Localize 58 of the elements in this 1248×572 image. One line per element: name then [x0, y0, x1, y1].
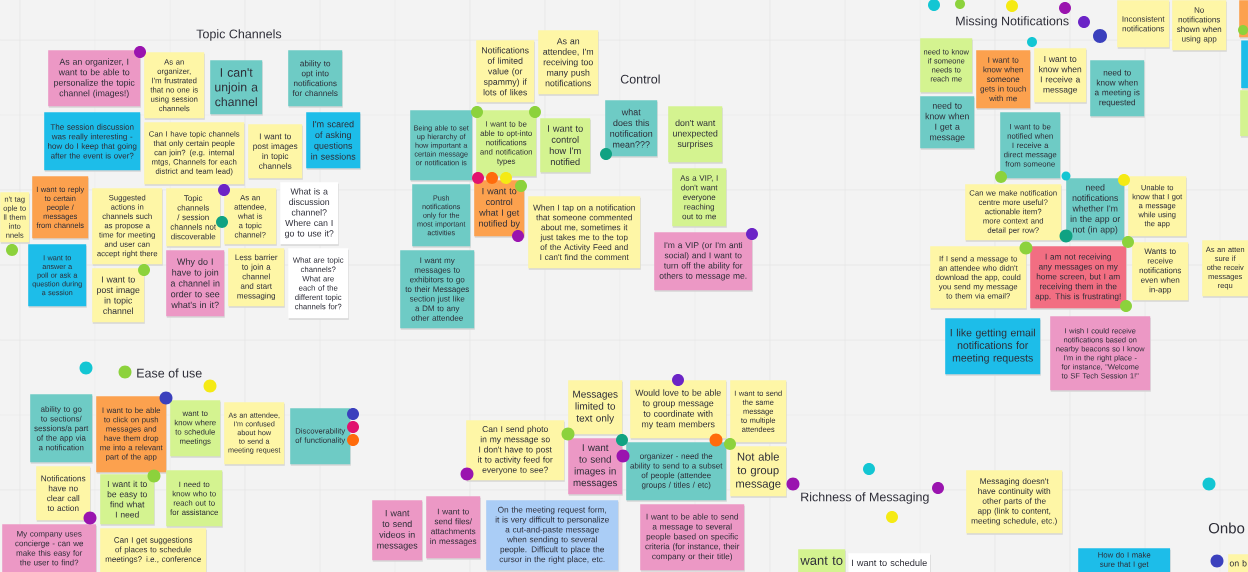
sticky-note: Wants to receive notifications even when in-app	[1132, 242, 1189, 302]
sticky-note: I want to control how I'm notified	[540, 118, 591, 174]
sticky-note: The session discussion was really interesting - how do I keep that going after the event is over?	[44, 112, 141, 172]
sticky-note: Less barrier to join a channel and start messaging	[228, 248, 285, 308]
sticky-note: On the meeting request form, it is very difficult to personalize a cut-and-paste message when sending to several people. Difficult to place the cursor in the right place, etc.	[486, 500, 619, 572]
sticky-note: I want to control what I get notified by	[474, 180, 525, 238]
sticky-note: I want to send files/attachments in messages	[426, 496, 481, 560]
sticky-note: ability to go to sections/sessions/a part of the app via a notification	[30, 394, 93, 464]
sticky-note: What is a discussion channel? Where can I go to use it?	[280, 182, 339, 246]
sticky-note: Inconsistent notifications	[1117, 0, 1170, 49]
sticky-note: Can I send photo in my message so I don't have to post it to activity feed for everyone to see?	[466, 420, 565, 482]
sticky-note: on b	[1228, 554, 1248, 572]
section-heading: Missing Notifications	[956, 16, 1069, 28]
section-heading: Onbo	[1208, 522, 1245, 534]
sticky-note: need to know when I get a message	[920, 96, 975, 150]
sticky-note: As an attendee, I'm receiving too many push notifications	[538, 30, 599, 96]
sticky-note: I want to know when someone gets in touch with me	[976, 50, 1031, 110]
sticky-note: I'm a VIP (or I'm anti social) and I want to turn off the ability for others to message me.	[654, 232, 753, 292]
sticky-note: Not able to group message	[730, 446, 787, 498]
sticky-note: As a VIP, I don't want everyone reaching out to me	[672, 168, 727, 228]
sticky-note: Why do I have to join a channel in order to see what's in it?	[166, 250, 225, 318]
sticky-note: I want to know when I receive a message	[1034, 48, 1087, 104]
section-heading: Ease of use	[137, 368, 202, 378]
sticky-note: My company uses concierge - can we make this easy for the user to find?	[2, 524, 97, 572]
sticky-note: I want to schedule	[848, 553, 931, 572]
sticky-note: Topic channels / session channels not discoverable	[166, 188, 221, 248]
sticky-note: Would love to be able to group message to coordinate with my team members	[630, 380, 727, 440]
sticky-note: When I tap on a notification that someone commented about me, sometimes it just takes me to the top of the Activity Feed and I can't find the comment	[528, 196, 641, 270]
sticky-note: ability to opt into notifications for channels	[288, 50, 343, 108]
sticky-note: I can't unjoin a channel	[210, 60, 263, 116]
sticky-note: I want to post image in topic channel	[92, 268, 145, 324]
section-heading: Richness of Messaging	[801, 492, 929, 504]
sticky-note: Can I get suggestions of places to schedule meetings? i.e., conference	[100, 528, 207, 572]
sticky-note: Messages limited to text only	[568, 380, 623, 436]
sticky-note: what does this notification mean???	[605, 100, 658, 158]
sticky-note: need notifications whether I'm in the app or not (in app)	[1066, 178, 1125, 242]
sticky-note: organizer - need the ability to send to a subset of people (attendee groups / titles / etc)	[626, 442, 727, 502]
sticky-note: I'm scared of asking questions in sessions	[306, 112, 361, 170]
sticky-note: I want it to be easy to find what I need	[100, 474, 155, 526]
sticky-note: I want my messages to exhibitors to go to their Messages section just like a DM to any other attendee	[400, 250, 475, 330]
sticky-note: I want to be able to send a message to several people based on specific criteria (for instance, their company or their title)	[640, 504, 745, 572]
sticky-note: I like getting email notifications for meeting requests	[945, 318, 1041, 376]
sticky-note: need to know when a meeting is requested	[1090, 60, 1145, 118]
sticky-note: don't want unexpected surprises	[668, 106, 723, 164]
sticky-note: I want to send videos in messages	[372, 500, 423, 562]
sticky-note	[1240, 90, 1248, 138]
sticky-note: want to	[798, 549, 846, 572]
sticky-note: I am not receiving any messages on my home screen, but I am receiving them in the app. This is frustrating!	[1030, 246, 1127, 310]
sticky-note: As an organizer, I want to be able to personalize the topic channel (images!)	[48, 50, 141, 108]
sticky-note	[1241, 40, 1248, 90]
sticky-note: I want to post images in topic channels	[248, 124, 303, 180]
sticky-note: Messaging doesn't have continuity with other parts of the app (link to content, meeting schedule, etc.)	[966, 470, 1063, 535]
section-heading: Topic Channels	[196, 29, 282, 41]
sticky-note: Notifications have no clear call to action	[36, 466, 91, 522]
section-heading: Control	[620, 74, 660, 84]
sticky-note: I want to send images in messages	[568, 438, 623, 496]
sticky-note: Notifications of limited value (or spammy) if lots of likes	[476, 40, 535, 104]
sticky-note: No notifications shown when using app	[1172, 0, 1227, 52]
